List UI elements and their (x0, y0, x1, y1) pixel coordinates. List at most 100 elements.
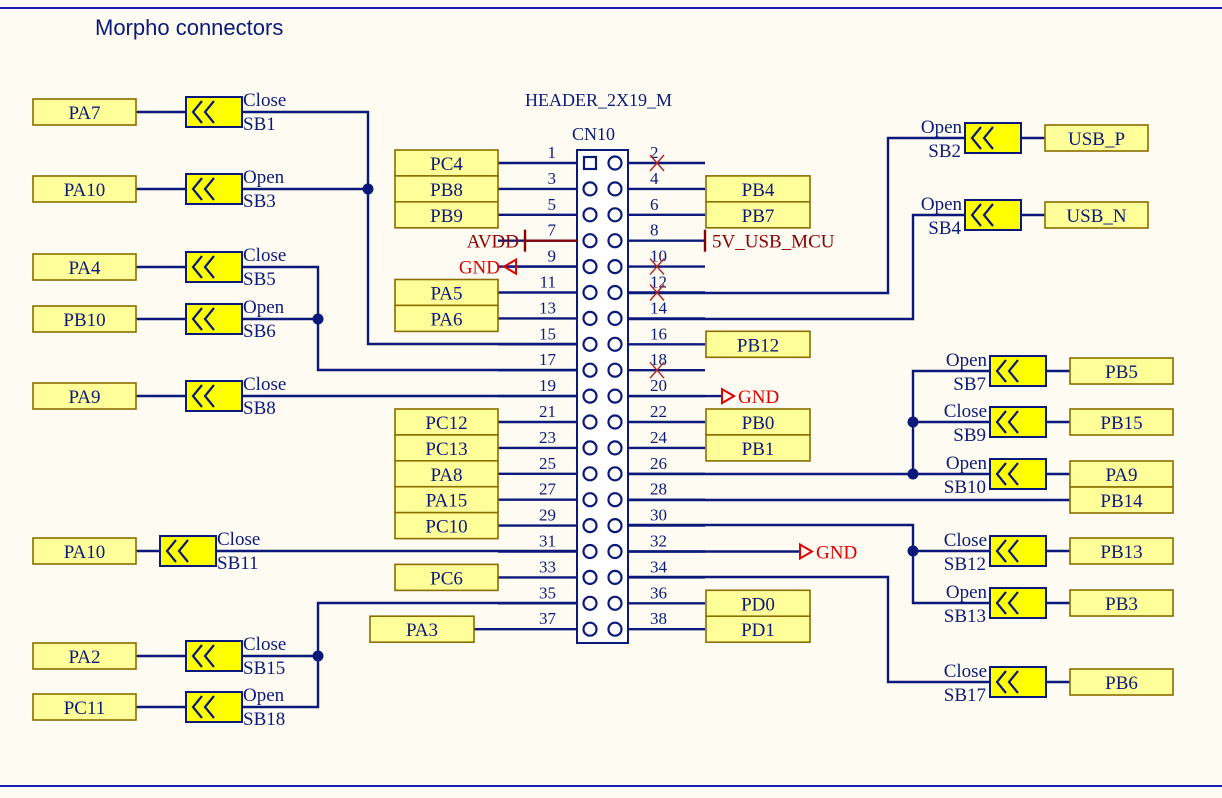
pin-circle (582, 569, 598, 586)
pin-circle (582, 233, 598, 249)
bridge-ref: SB9 (953, 425, 986, 446)
pin-circle (607, 388, 623, 404)
net-label-text: PB0 (742, 413, 775, 434)
net-labels-layer: PC4PB8PB9PA5PA6PC12PC13PA8PA15PC10PC6PA3… (32, 98, 1174, 721)
schematic-title: Morpho connectors (95, 15, 283, 40)
net-label-box (1069, 486, 1174, 514)
pin-circle (582, 595, 598, 611)
pin-circle (607, 440, 623, 456)
gnd-label: GND (738, 387, 779, 408)
wire (911, 369, 990, 474)
bridge-chevron-icon (191, 255, 215, 279)
bridge-state: Close (243, 634, 286, 655)
bridge-chevron-icon (191, 695, 215, 719)
pin-circle (607, 259, 623, 275)
pin-circle (607, 595, 623, 611)
wire (242, 656, 320, 709)
bridge-chevron-icon (995, 462, 1019, 486)
net-label-text: PA10 (64, 180, 106, 201)
net-label-text: PB14 (1100, 491, 1143, 512)
pin-number: 24 (650, 428, 668, 447)
net-label-text: PA3 (406, 620, 438, 641)
pin-number: 25 (539, 454, 556, 473)
pin-number: 13 (539, 298, 556, 317)
junction-dot (907, 545, 919, 557)
pin-square (582, 155, 598, 171)
wire (242, 601, 577, 658)
pin-circle (607, 336, 623, 352)
bridge-chevron-icon (191, 307, 215, 331)
pin-number: 38 (650, 609, 667, 628)
bridge-chevron-icon (995, 539, 1019, 563)
net-label-text: PA15 (426, 491, 468, 512)
junction-dot (907, 416, 919, 428)
junction-dot (362, 183, 374, 195)
pin-circle (582, 492, 598, 508)
bridge-state: Close (243, 245, 286, 266)
bridge-state: Close (217, 529, 260, 550)
bridge-state: Close (944, 401, 987, 422)
pin-circle (607, 233, 623, 249)
pin-number: 19 (539, 376, 556, 395)
net-label-box (705, 408, 811, 436)
net-label-text: PA4 (68, 258, 101, 279)
pin-number: 15 (539, 324, 556, 343)
pin-number: 1 (548, 143, 557, 162)
net-label-box (32, 693, 137, 721)
pin-number: 5 (548, 195, 557, 214)
net-label-text: PB7 (742, 206, 775, 227)
pin-number: 18 (650, 350, 667, 369)
pin-circle (582, 336, 598, 352)
pin-number: 11 (540, 273, 556, 292)
net-label-text: PB6 (1105, 673, 1138, 694)
pin-number: 4 (650, 169, 659, 188)
pin-circle (582, 284, 598, 301)
pin-number: 23 (539, 428, 556, 447)
header-body (576, 149, 629, 644)
pin-circle (582, 621, 598, 637)
net-label-box (394, 304, 499, 333)
gnd-label: GND (459, 258, 500, 279)
pin-number: 31 (539, 532, 556, 551)
bridge-ref: SB10 (944, 477, 986, 498)
net-label-box (32, 98, 137, 126)
net-label-box (705, 589, 811, 618)
pin-circle (607, 621, 623, 637)
net-label-text: PB13 (1100, 542, 1142, 563)
net-label-box (705, 615, 811, 644)
net-label-box (1069, 357, 1174, 385)
bridge-state: Open (243, 297, 285, 318)
pin-number: 6 (650, 195, 659, 214)
net-label-text: PC6 (430, 568, 463, 589)
bridge-chevron-icon (970, 203, 994, 227)
pin-number: 3 (548, 169, 557, 188)
avdd-label: AVDD (467, 232, 519, 253)
pin-circle (607, 155, 623, 171)
bridge-state: Close (944, 661, 987, 682)
gnd-label: GND (816, 543, 857, 564)
no-connect-mark (649, 284, 665, 301)
net-label-text: PA2 (68, 647, 100, 668)
bridge-state: Close (243, 374, 286, 395)
solder-bridges-layer: CloseSB1OpenSB3CloseSB5OpenSB6CloseSB8Cl… (159, 90, 1047, 730)
pin-circle (607, 310, 623, 326)
pin-number: 33 (539, 557, 556, 576)
pin-number: 21 (539, 402, 556, 421)
bridge-state: Open (946, 350, 988, 371)
gnd-arrow-icon (721, 387, 736, 405)
pin-circle (607, 414, 623, 430)
net-label-text: PA10 (64, 542, 106, 563)
net-label-text: PD1 (741, 620, 775, 641)
junction-dot (907, 468, 919, 480)
bridge-ref: SB13 (944, 606, 986, 627)
pin-number: 7 (548, 221, 557, 240)
net-label-box (32, 175, 137, 203)
pin-number: 17 (539, 350, 557, 369)
pin-number: 2 (650, 143, 659, 162)
pin-circle (607, 492, 623, 508)
pin-number: 22 (650, 402, 667, 421)
pin-circle (582, 310, 598, 326)
pin-circle (607, 569, 623, 586)
